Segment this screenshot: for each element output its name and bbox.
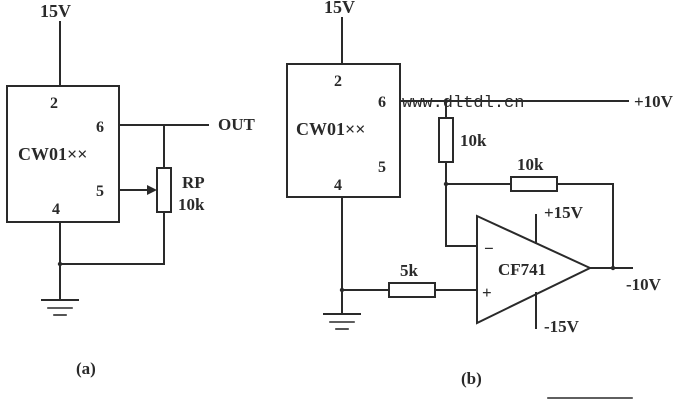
pin2-label-a: 2 — [50, 95, 58, 112]
circuit-a: 15V 2 6 CW01×× 5 4 OUT RP 10k — [6, 1, 256, 378]
neg-output-label: -10V — [626, 275, 662, 294]
out-label-a: OUT — [218, 115, 256, 134]
regulator-chip-a — [6, 85, 120, 223]
pin5-label-b: 5 — [378, 159, 386, 176]
circuit-b: 15V 2 6 CW01×× 5 4 www.dltdl.cn +10V 10k… — [286, 0, 674, 388]
pos-output-label: +10V — [634, 92, 674, 111]
feedback-resistor-label: 10k — [517, 155, 544, 174]
pot-name-label: RP — [182, 173, 205, 192]
opamp-pos-supply-label: +15V — [544, 203, 584, 222]
opamp-label: CF741 — [498, 260, 546, 279]
regulator-chip-b — [286, 63, 401, 198]
pin5-label-a: 5 — [96, 183, 104, 200]
noninverting-input-label: + — [482, 283, 492, 302]
opamp-neg-supply-label: -15V — [544, 317, 580, 336]
ground-symbol-a — [41, 299, 79, 316]
junction-dot-b3 — [610, 265, 616, 271]
series-resistor — [438, 117, 454, 163]
pin6-label-a: 6 — [96, 119, 104, 136]
supply-label-b: 15V — [324, 0, 355, 17]
caption-b: (b) — [461, 369, 482, 388]
wiper-arrow-icon — [147, 185, 157, 195]
potentiometer-rp — [156, 167, 172, 213]
inverting-input-label: − — [484, 239, 494, 258]
junction-dot-a — [57, 261, 63, 267]
opamp-cf741 — [476, 214, 593, 325]
supply-label-a: 15V — [40, 1, 71, 21]
pin4-label-b: 4 — [334, 177, 342, 194]
chip-label-b: CW01×× — [296, 119, 366, 139]
input-resistor-label: 5k — [400, 261, 419, 280]
watermark-text: www.dltdl.cn — [402, 94, 524, 113]
ground-symbol-b — [323, 313, 361, 330]
feedback-resistor — [510, 176, 558, 192]
pin6-label-b: 6 — [378, 94, 386, 111]
pin2-label-b: 2 — [334, 73, 342, 90]
caption-a: (a) — [76, 359, 96, 378]
input-resistor — [388, 282, 436, 298]
series-resistor-label: 10k — [460, 131, 487, 150]
chip-label-a: CW01×× — [18, 144, 88, 164]
pot-value-label: 10k — [178, 195, 205, 214]
pin4-label-a: 4 — [52, 201, 60, 218]
